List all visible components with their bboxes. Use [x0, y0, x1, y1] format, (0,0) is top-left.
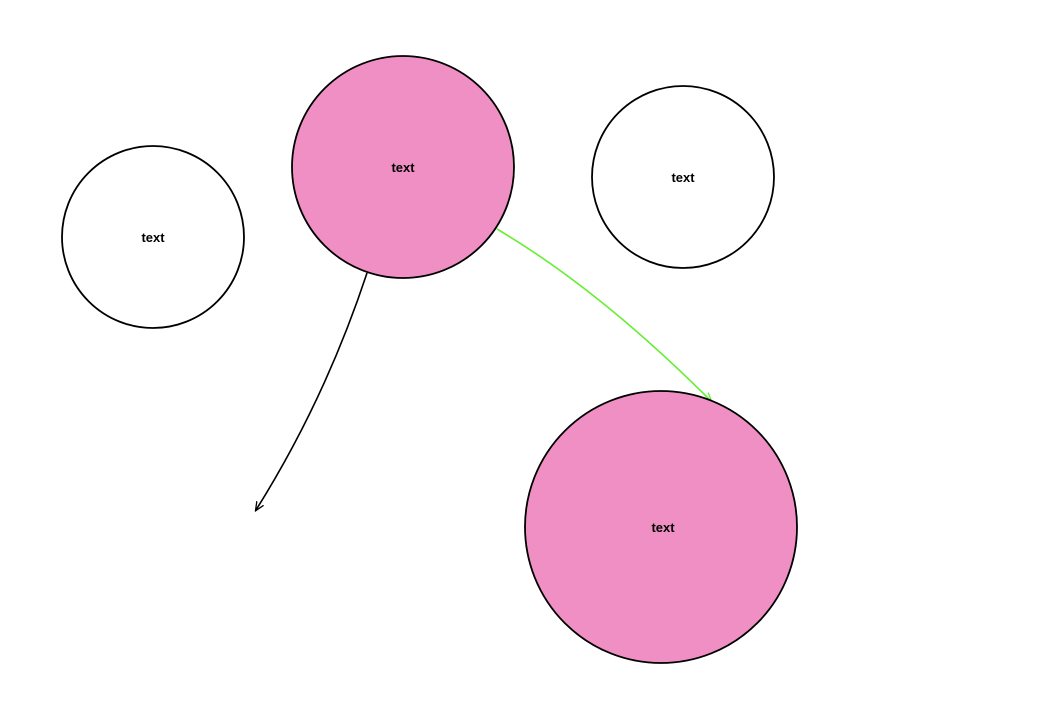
node-circle-highlighted[interactable]: text: [291, 55, 515, 279]
node-label: text: [651, 520, 675, 535]
node-label: text: [141, 230, 165, 245]
node-circle-plain[interactable]: text: [61, 145, 245, 329]
edge-arrow-black: [256, 272, 368, 510]
node-circle-plain[interactable]: text: [591, 85, 775, 269]
edge-arrow-green: [496, 228, 711, 401]
node-circle-highlighted[interactable]: text: [524, 390, 798, 664]
node-label: text: [671, 170, 695, 185]
node-label: text: [391, 160, 415, 175]
